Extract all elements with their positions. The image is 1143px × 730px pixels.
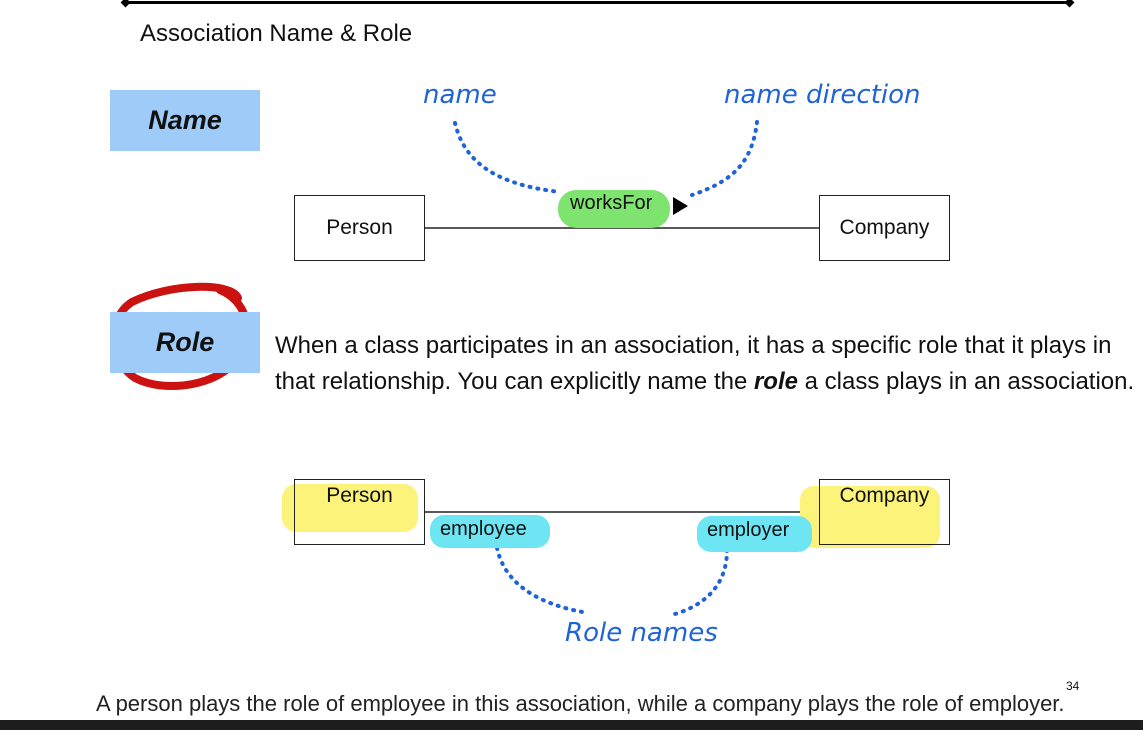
annotation-name-direction: name direction	[724, 80, 921, 110]
person-highlight	[282, 484, 418, 532]
class-box-company: Company	[819, 195, 950, 261]
name-tag: Name	[110, 90, 260, 151]
role-employee: employee	[440, 518, 527, 540]
direction-pointer-dots	[690, 120, 759, 197]
role-class-box-person: Person	[294, 479, 425, 545]
employer-highlight	[697, 516, 812, 552]
role-emphasis: role	[753, 368, 798, 395]
role-employer: employer	[707, 519, 790, 541]
association-highlight	[558, 190, 670, 228]
bottom-bar	[0, 720, 1143, 730]
page-number: 34	[1066, 679, 1080, 693]
annotation-name: name	[423, 80, 497, 110]
employer-pointer-dots	[673, 548, 729, 616]
name-pointer-dots	[453, 121, 562, 194]
subtitle-caption: A person plays the role of employee in t…	[96, 691, 1065, 716]
association-name: worksFor	[570, 192, 653, 214]
role-description: When a class participates in an associat…	[275, 332, 1135, 395]
role-class-box-company: Company	[819, 479, 950, 545]
company-highlight	[800, 486, 940, 548]
direction-triangle-icon	[673, 197, 688, 215]
role-tag: Role	[110, 312, 260, 373]
class-box-person: Person	[294, 195, 425, 261]
employee-pointer-dots	[495, 546, 590, 615]
slide-title: Association Name & Role	[140, 20, 413, 47]
top-divider-line	[125, 1, 1070, 4]
annotation-role-names: Role names	[565, 618, 718, 648]
employee-highlight	[430, 515, 550, 548]
